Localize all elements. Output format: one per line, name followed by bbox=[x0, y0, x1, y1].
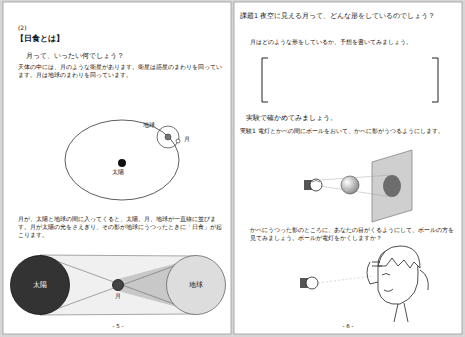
right-page bbox=[234, 2, 462, 334]
wall-shadow bbox=[383, 175, 401, 197]
lamp-icon bbox=[304, 179, 322, 191]
part-label: 太陽 bbox=[112, 169, 136, 176]
node-label: 太陽 bbox=[10, 281, 70, 289]
moon-dot bbox=[176, 139, 180, 143]
instruction-text: 月はどのような形をしているか、予想を書いてみましょう。 bbox=[250, 38, 450, 46]
ray-line bbox=[40, 314, 196, 315]
circle-shape bbox=[167, 256, 226, 315]
ball bbox=[341, 176, 359, 194]
question-text: 月って、いったい何でしょう？ bbox=[26, 52, 216, 61]
moon-circle: 月 bbox=[111, 279, 125, 300]
body-paragraph: 月が、太陽と地球の間に入ってくると、太陽、月、地球が一直線に並びます。月が太陽の… bbox=[18, 215, 223, 239]
part-label: 月 bbox=[184, 136, 198, 143]
section-heading: 【日食とは】 bbox=[16, 34, 136, 45]
body-paragraph: 天体の中には、月のような衛星があります。衛星は惑星のまわりを回っています。月は地… bbox=[18, 63, 223, 79]
sun-circle: 太陽 bbox=[10, 255, 70, 315]
earth-dot bbox=[165, 134, 171, 140]
answer-bracket bbox=[262, 58, 268, 102]
circle-shape bbox=[11, 256, 70, 315]
earth-orbit bbox=[65, 120, 179, 200]
page-number: - 6 - bbox=[330, 323, 366, 330]
page-number: - 5 - bbox=[100, 323, 136, 330]
lamp-icon bbox=[300, 277, 318, 289]
experiment-heading: 実験で確かめてみましょう。 bbox=[246, 114, 446, 123]
node-label: 地球 bbox=[166, 281, 226, 289]
ray-line bbox=[40, 255, 196, 256]
section-number: (2) bbox=[18, 24, 58, 32]
task-heading: 課題1 夜空に見える月って、どんな形をしているのでしょう？ bbox=[240, 12, 455, 21]
boy-figure bbox=[367, 246, 428, 322]
earth-circle: 地球 bbox=[166, 255, 226, 315]
part-label: 地球 bbox=[143, 122, 167, 129]
sight-line bbox=[318, 276, 372, 283]
moon-orbit bbox=[157, 126, 179, 148]
left-page bbox=[3, 2, 231, 334]
node-label: 月 bbox=[111, 293, 125, 300]
circle-shape bbox=[113, 280, 124, 291]
instruction-text: 実験1 電灯とかべの間にボールをおいて、かべに影がうつるようにします。 bbox=[240, 127, 455, 135]
wall bbox=[372, 150, 412, 222]
sun-dot bbox=[118, 159, 126, 167]
answer-bracket bbox=[432, 58, 438, 102]
instruction-text: かべにうつった影のところに、あなたの目がくるようにして、ボールの方を見てみましょ… bbox=[250, 226, 455, 242]
